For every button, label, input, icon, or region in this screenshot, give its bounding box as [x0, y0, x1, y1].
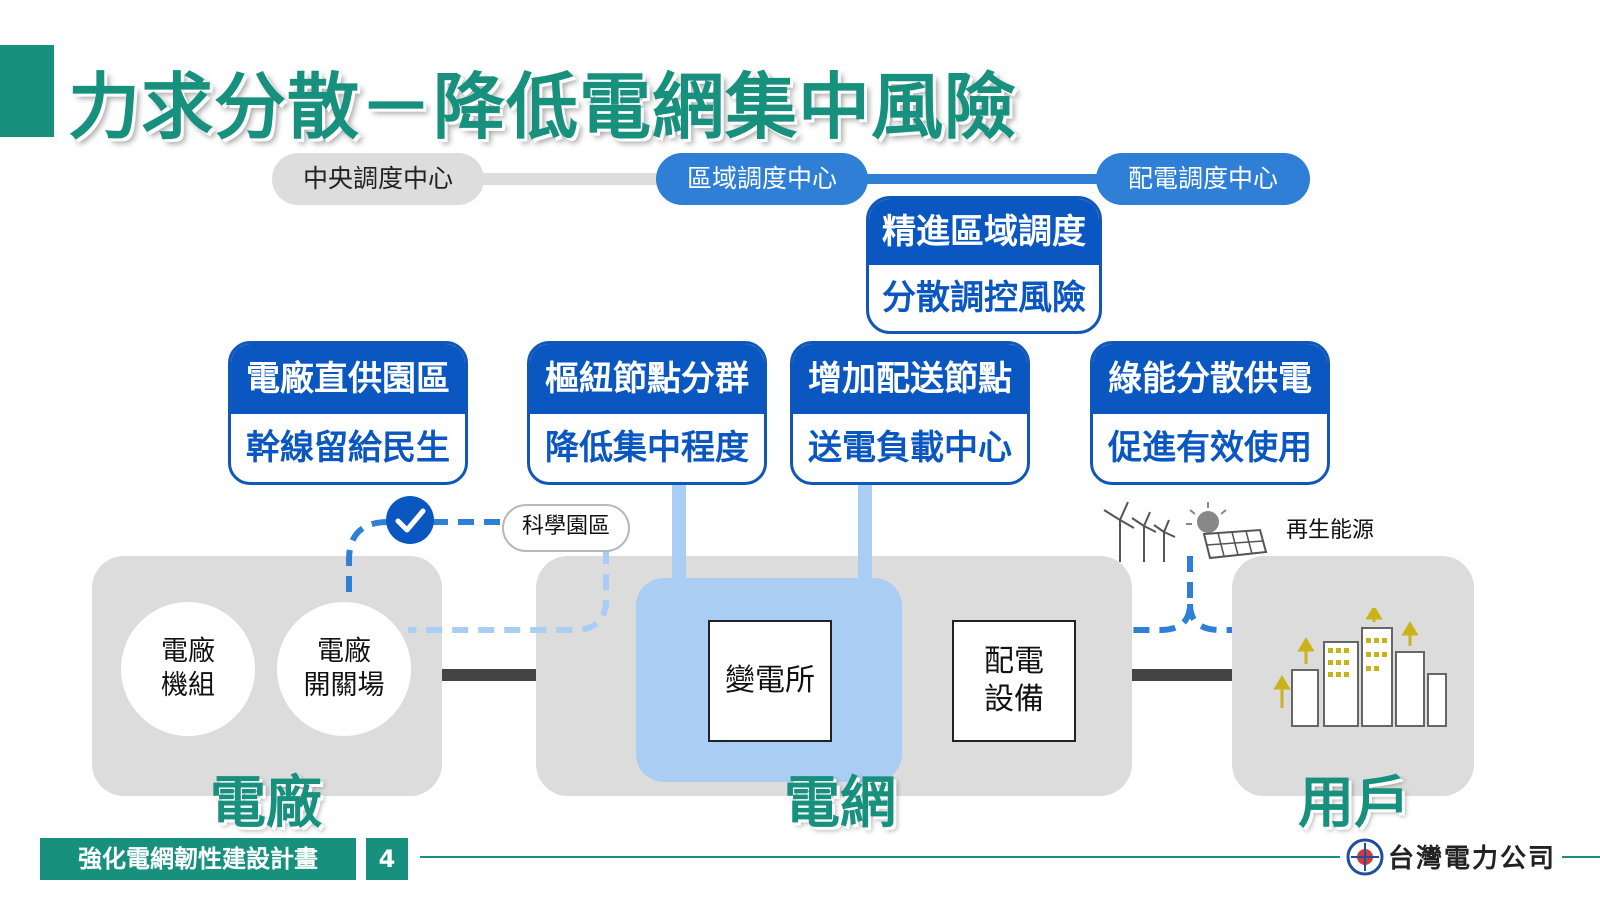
distribution-dispatch-pill: 配電調度中心 [1096, 153, 1310, 205]
regional-dispatch-pill: 區域調度中心 [656, 153, 868, 205]
plant-grid-connector [442, 669, 536, 681]
hub-card-pipe [672, 485, 686, 581]
company-name: 台灣電力公司 [1388, 844, 1557, 874]
dist-line1: 配電 [984, 644, 1044, 679]
card-body: 送電負載中心 [808, 428, 1012, 468]
plant-unit-line1: 電廠 [161, 636, 215, 667]
wind-turbine-icon [1098, 498, 1178, 564]
dashed-path-park-light [408, 548, 609, 633]
footer-divider-right [1562, 856, 1600, 858]
regional-card-head: 精進區域調度 [869, 199, 1099, 265]
central-dispatch-pill: 中央調度中心 [272, 153, 484, 205]
feature-card-delivery-nodes: 增加配送節點 送電負載中心 [790, 341, 1030, 485]
card-head: 增加配送節點 [793, 344, 1027, 414]
switchyard-line2: 開關場 [303, 670, 385, 701]
plant-switchyard-circle: 電廠開關場 [277, 602, 411, 736]
dashed-path-renewable-to-grid [1132, 556, 1193, 633]
checkmark-icon [386, 496, 434, 544]
solar-panel-icon [1182, 500, 1268, 564]
page-title: 力求分散－降低電網集中風險 [68, 65, 1018, 149]
card-head: 樞紐節點分群 [530, 344, 764, 414]
card-head: 電廠直供園區 [231, 344, 465, 414]
dist-line2: 設備 [984, 682, 1044, 717]
regional-dispatch-card: 精進區域調度 分散調控風險 [866, 196, 1102, 334]
science-park-bubble: 科學園區 [502, 504, 630, 552]
card-body: 降低集中程度 [545, 428, 749, 468]
title-accent-bar [0, 45, 54, 137]
feature-card-green-energy: 綠能分散供電 促進有效使用 [1090, 341, 1330, 485]
page-number: 4 [366, 838, 408, 880]
city-buildings-icon [1262, 605, 1452, 728]
feature-card-plant-supply: 電廠直供園區 幹線留給民生 [228, 341, 468, 485]
card-head: 綠能分散供電 [1093, 344, 1327, 414]
plant-unit-line2: 機組 [161, 670, 215, 701]
delivery-card-pipe [858, 485, 872, 581]
user-zone-label: 用戶 [1298, 771, 1410, 836]
taipower-logo-icon [1346, 838, 1384, 876]
card-body: 幹線留給民生 [246, 428, 450, 468]
dispatch-connector-gray [470, 173, 670, 185]
distribution-equipment-box: 配電設備 [952, 620, 1076, 742]
plant-unit-circle: 電廠機組 [121, 602, 255, 736]
grid-user-connector [1132, 669, 1232, 681]
substation-box: 變電所 [708, 620, 832, 742]
dashed-path-renewable-to-user [1187, 603, 1232, 633]
grid-zone-label: 電網 [784, 771, 896, 836]
plant-zone-label: 電廠 [210, 771, 322, 836]
card-body: 促進有效使用 [1108, 428, 1312, 468]
footer-divider [420, 856, 1340, 858]
feature-card-hub-grouping: 樞紐節點分群 降低集中程度 [527, 341, 767, 485]
footer-plan-label: 強化電網韌性建設計畫 [40, 838, 356, 880]
dispatch-connector-blue [850, 174, 1110, 184]
regional-card-body: 分散調控風險 [882, 278, 1086, 318]
switchyard-line1: 電廠 [317, 636, 371, 667]
renewable-label: 再生能源 [1286, 518, 1375, 543]
